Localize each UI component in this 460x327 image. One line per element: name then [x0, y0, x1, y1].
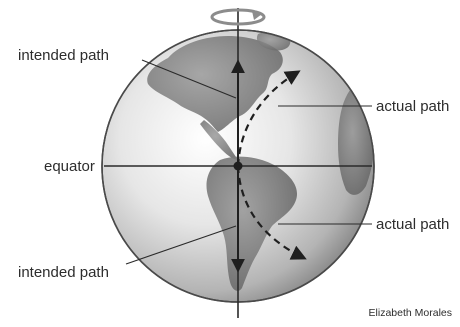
label-equator: equator [44, 158, 95, 175]
label-intended-path-bottom: intended path [18, 264, 109, 281]
pivot-point-icon [234, 162, 243, 171]
image-credit: Elizabeth Morales [369, 307, 452, 319]
label-actual-path-top: actual path [376, 98, 449, 115]
label-actual-path-bottom: actual path [376, 216, 449, 233]
label-intended-path-top: intended path [18, 47, 109, 64]
